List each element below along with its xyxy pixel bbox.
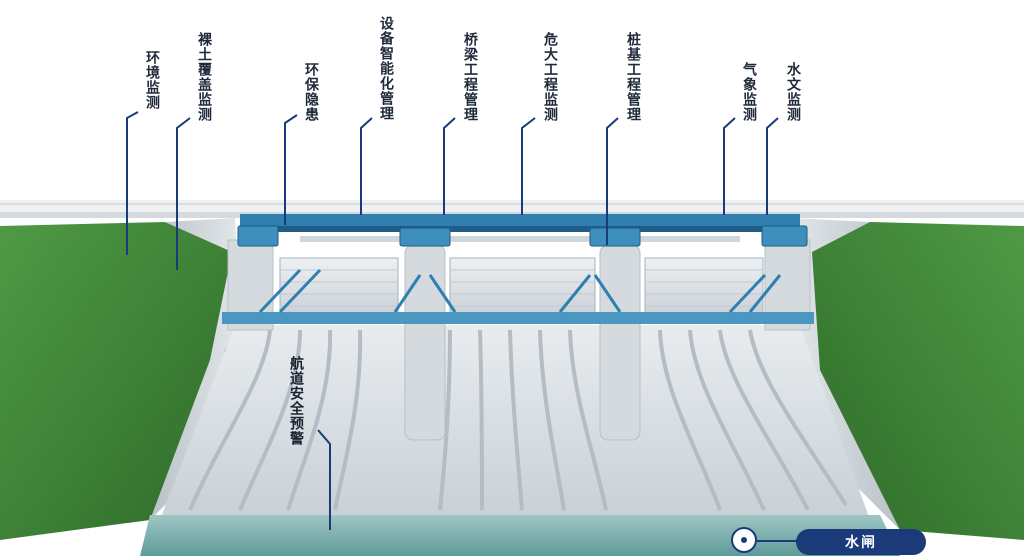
label-weather-monitoring: 气象监测 <box>741 62 757 122</box>
gates <box>279 257 764 321</box>
lower-steel-beam <box>222 268 814 324</box>
label-major-hazard-engineering-monitoring: 危大工程监测 <box>542 32 558 122</box>
label-bare-soil-cover-monitoring: 裸土覆盖监测 <box>196 32 212 122</box>
water-surface <box>140 515 900 556</box>
service-bridge <box>240 214 800 242</box>
hoists <box>237 225 808 247</box>
label-hydrology-monitoring: 水文监测 <box>785 62 801 122</box>
label-pile-foundation-management: 桩基工程管理 <box>625 32 641 122</box>
label-environmental-hazard: 环保隐患 <box>303 62 319 122</box>
label-channel-safety-warning: 航道安全预警 <box>288 356 304 446</box>
label-equipment-intelligent-management: 设备智能化管理 <box>378 16 394 121</box>
badge-ring-icon <box>731 527 757 553</box>
leader-lines <box>126 111 779 530</box>
badge-connector-line <box>757 540 797 542</box>
spillway-ridges <box>188 329 848 511</box>
label-environment-monitoring: 环境监测 <box>144 50 160 110</box>
badge-dot-icon <box>741 537 747 543</box>
label-bridge-engineering-management: 桥梁工程管理 <box>462 32 478 122</box>
sluice-badge[interactable]: 水闸 <box>796 529 926 555</box>
